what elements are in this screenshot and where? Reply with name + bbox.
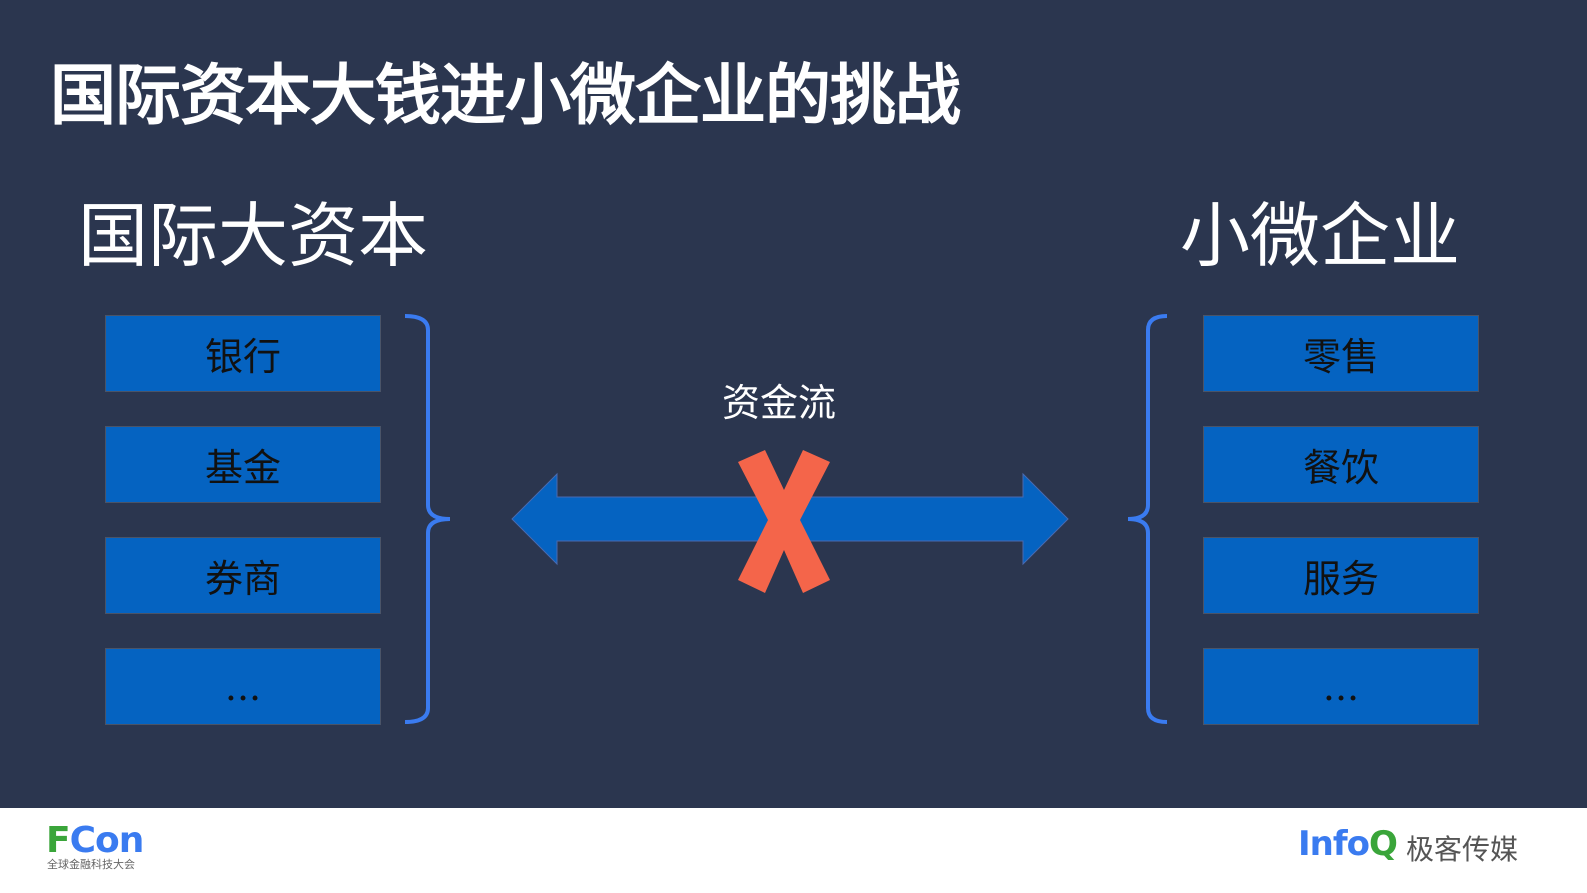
right-heading: 小微企业	[1180, 195, 1460, 277]
infoq-logo: InfoQ	[1298, 824, 1398, 864]
flow-label: 资金流	[722, 381, 837, 425]
geek-media-logo: 极客传媒	[1406, 833, 1519, 866]
fcon-subtitle: 全球金融科技大会	[47, 858, 135, 871]
right-bracket	[1127, 314, 1168, 724]
diagram-shapes	[404, 314, 1168, 724]
right-box-catering: 餐饮	[1203, 426, 1479, 503]
slide-title: 国际资本大钱进小微企业的挑战	[50, 57, 961, 134]
right-box-retail: 零售	[1203, 315, 1479, 392]
left-heading: 国际大资本	[78, 195, 428, 277]
left-box-broker: 券商	[105, 537, 381, 614]
footer: FCon 全球金融科技大会 InfoQ 极客传媒	[0, 808, 1587, 893]
cross-icon	[738, 450, 830, 593]
left-bracket	[404, 314, 451, 724]
left-box-bank: 银行	[105, 315, 381, 392]
right-box-service: 服务	[1203, 537, 1479, 614]
left-box-more: ...	[105, 648, 381, 725]
left-box-fund: 基金	[105, 426, 381, 503]
fcon-logo: FCon	[46, 820, 144, 861]
right-box-more: ...	[1203, 648, 1479, 725]
